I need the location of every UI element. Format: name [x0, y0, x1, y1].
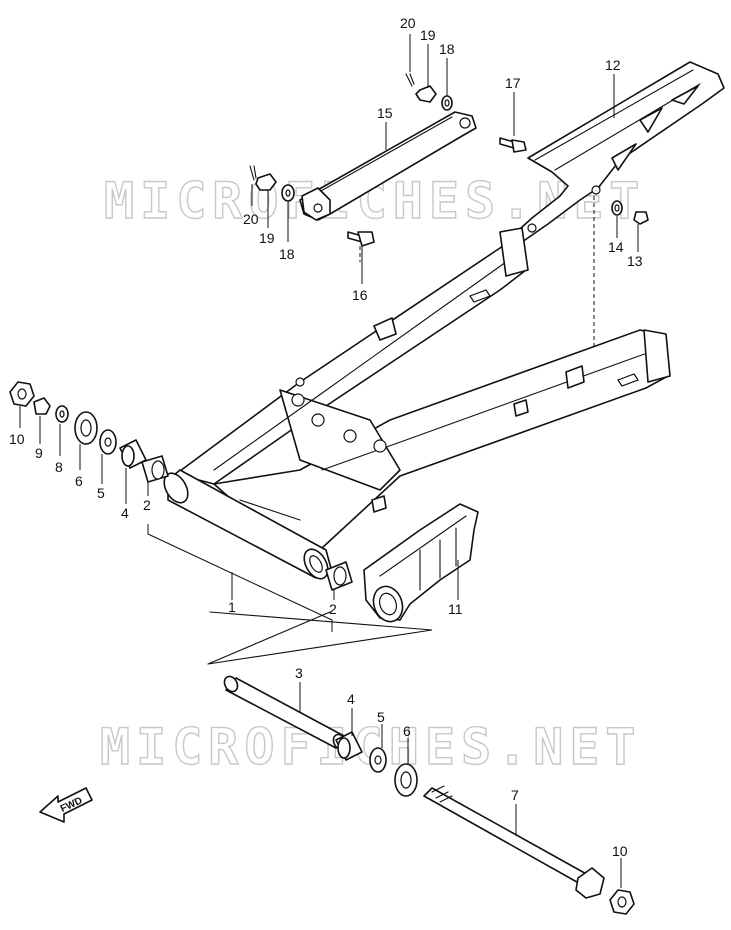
- part-8-washer: [55, 405, 69, 423]
- fwd-label: FWD: [59, 795, 84, 815]
- part-20-cotter-pin-upper: [405, 73, 415, 87]
- callout-12: 12: [605, 57, 621, 73]
- callout-11: 11: [448, 601, 463, 617]
- part-18-washer-lower: [281, 184, 295, 202]
- callout-6: 6: [403, 723, 411, 739]
- callout-8: 8: [55, 459, 63, 475]
- part-18-washer-upper: [441, 95, 453, 111]
- part-2-bearing-left: [141, 455, 169, 483]
- part-5-washer-lower: [369, 747, 387, 773]
- callout-10: 10: [9, 431, 25, 447]
- part-7-pivot-shaft: [423, 785, 605, 899]
- callout-15: 15: [377, 105, 393, 121]
- callout-4: 4: [347, 691, 355, 707]
- callout-2: 2: [329, 601, 337, 617]
- callout-13: 13: [627, 253, 643, 269]
- leader-lines: [19, 34, 639, 888]
- part-2-bearing-right: [325, 561, 353, 591]
- callout-18: 18: [279, 246, 295, 262]
- callout-20: 20: [400, 15, 416, 31]
- part-19-castle-nut-lower: [255, 173, 277, 191]
- part-11-chain-guide: [363, 503, 479, 623]
- callout-20: 20: [243, 211, 259, 227]
- callout-19: 19: [259, 230, 275, 246]
- part-13-screw: [633, 211, 649, 225]
- part-6-cap-left: [74, 411, 98, 445]
- explode-wedge-lines: [207, 611, 433, 665]
- part-5-washer-left: [99, 429, 117, 455]
- part-16-bolt: [347, 231, 375, 247]
- callout-16: 16: [352, 287, 368, 303]
- part-15-link-rod: [299, 111, 477, 221]
- callout-14: 14: [608, 239, 624, 255]
- part-6-cap-lower: [394, 763, 418, 797]
- callout-5: 5: [97, 485, 105, 501]
- fwd-direction-arrow: FWD: [39, 787, 93, 823]
- callout-5: 5: [377, 709, 385, 725]
- part-20-cotter-pin-lower: [249, 165, 257, 181]
- watermark-bottom: MICROFICHES.NET: [100, 718, 642, 776]
- part-1-bracket: [147, 524, 333, 632]
- callout-4: 4: [121, 505, 129, 521]
- callout-9: 9: [35, 445, 43, 461]
- callout-18: 18: [439, 41, 455, 57]
- part-10-nut-left: [9, 381, 35, 407]
- part-1-swing-arm: [163, 227, 671, 580]
- callout-3: 3: [295, 665, 303, 681]
- callouts: 20 19 18 17 12 15 20 19 18 14 13 16 10 9…: [9, 15, 643, 859]
- callout-10: 10: [612, 843, 628, 859]
- callout-1: 1: [228, 599, 236, 615]
- part-17-bolt: [499, 137, 527, 153]
- part-10-nut-right: [609, 889, 635, 915]
- part-9-nut: [33, 397, 51, 415]
- callout-6: 6: [75, 473, 83, 489]
- part-4-bushing-lower: [335, 731, 363, 761]
- callout-19: 19: [420, 27, 436, 43]
- part-19-castle-nut-upper: [415, 85, 437, 103]
- callout-2: 2: [143, 497, 151, 513]
- callout-7: 7: [511, 787, 519, 803]
- part-14-washer: [611, 200, 623, 216]
- callout-17: 17: [505, 75, 521, 91]
